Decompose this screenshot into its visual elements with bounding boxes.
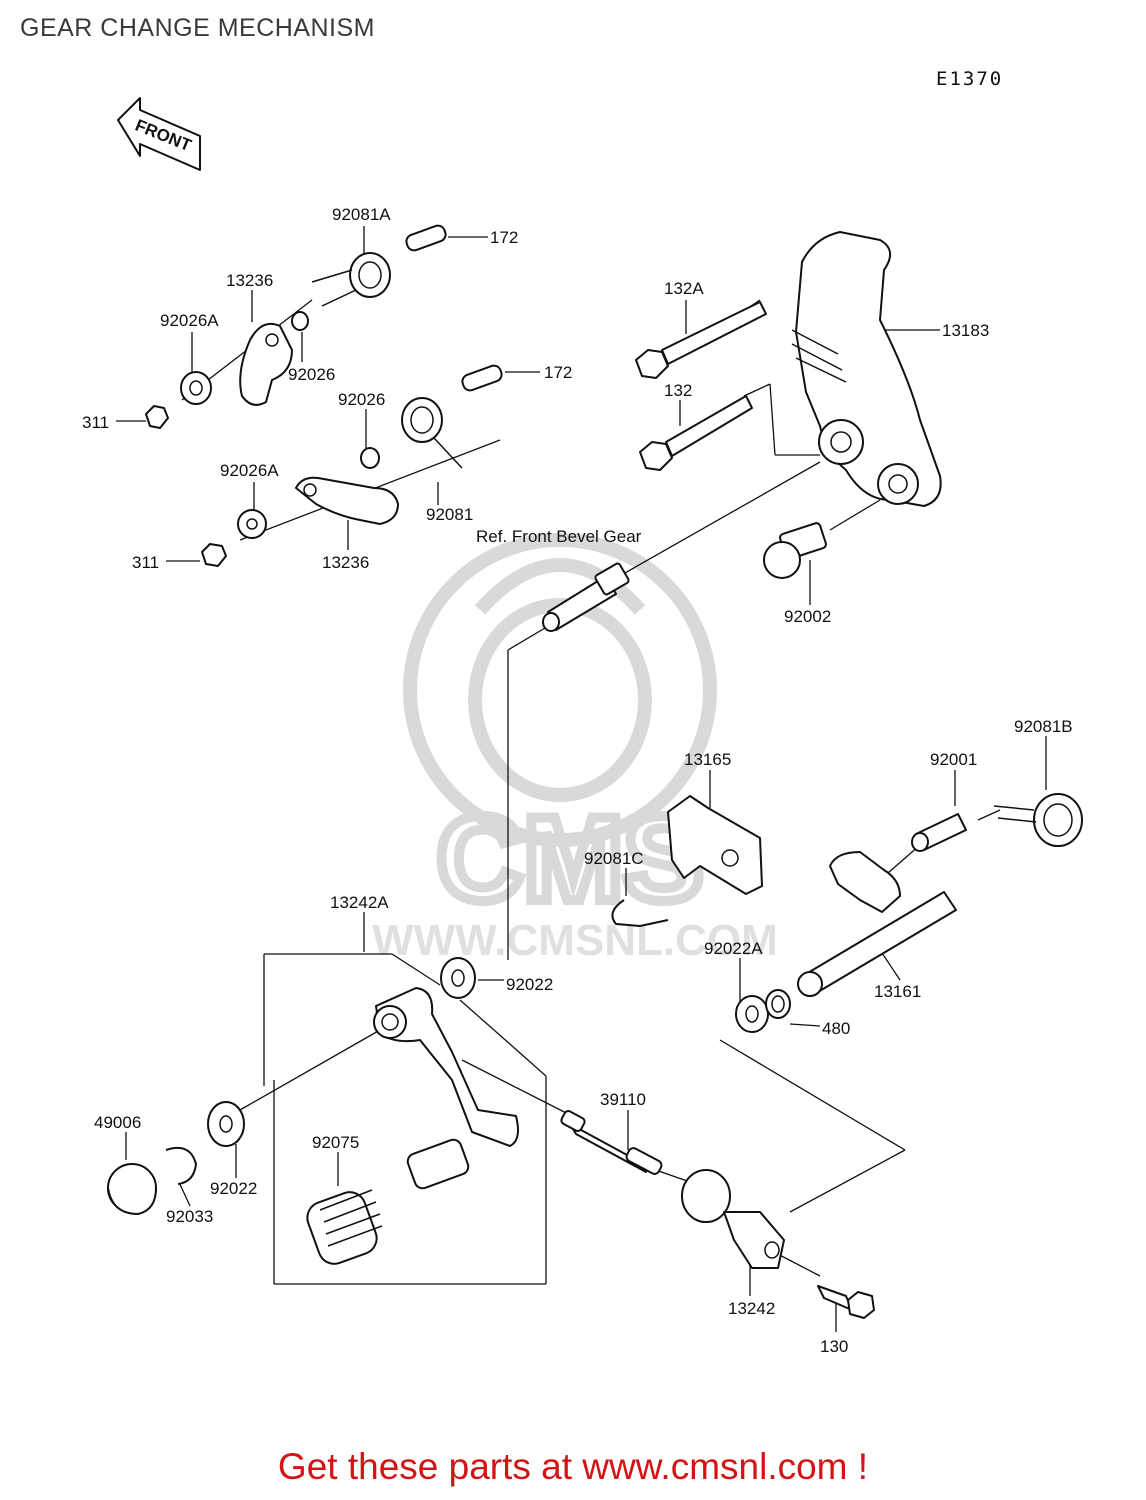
label-92075: 92075 (312, 1133, 359, 1152)
label-13183: 13183 (942, 321, 989, 340)
washer-92026-upper (291, 311, 309, 331)
label-92022A: 92022A (704, 939, 763, 958)
label-172-upper: 172 (490, 228, 518, 247)
washer-92022-upper (440, 957, 476, 999)
label-92022-upper: 92022 (506, 975, 553, 994)
bolt-130 (817, 1285, 875, 1319)
shift-arm-13236-upper (239, 322, 293, 406)
label-39110: 39110 (600, 1090, 646, 1109)
bolt-132 (639, 395, 753, 471)
label-13165: 13165 (684, 750, 731, 769)
shaft-ref-front-bevel-gear (542, 562, 630, 632)
washer-92022a (735, 995, 769, 1033)
label-92081B: 92081B (1014, 717, 1073, 736)
label-13242A: 13242A (330, 893, 389, 912)
nut-311-upper (145, 405, 169, 429)
label-13236-lower: 13236 (322, 553, 369, 572)
pin-172-upper (405, 224, 447, 252)
bolt-132a (635, 301, 767, 379)
label-92026A-upper: 92026A (160, 311, 219, 330)
circlip-92033 (165, 1146, 197, 1185)
cap-49006 (107, 1163, 157, 1215)
watermark-logo-text: CMS (437, 792, 704, 926)
page-title: GEAR CHANGE MECHANISM (20, 14, 375, 42)
rubber-92075 (306, 1189, 383, 1265)
diagram-code: E1370 (936, 68, 1004, 90)
spring-92081 (401, 397, 463, 469)
label-13161: 13161 (874, 982, 921, 1001)
reference-note: Ref. Front Bevel Gear (476, 527, 642, 546)
label-130: 130 (820, 1337, 848, 1356)
washer-92022-lower (207, 1101, 245, 1147)
label-311-upper: 311 (82, 413, 109, 432)
nut-311-lower (201, 543, 227, 567)
label-92002: 92002 (784, 607, 831, 626)
label-172-lower: 172 (544, 363, 572, 382)
watermark-url: WWW.CMSNL.COM (372, 916, 778, 965)
label-92001: 92001 (930, 750, 977, 769)
footer-promo: Get these parts at www.cmsnl.com ! (277, 1446, 869, 1487)
label-92081: 92081 (426, 505, 473, 524)
pedal-13242a (373, 987, 519, 1190)
label-132: 132 (664, 381, 692, 400)
tie-rod-39110 (560, 1110, 663, 1175)
circlip-480 (765, 989, 791, 1019)
front-arrow: FRONT (117, 97, 201, 171)
shift-shaft-13161 (797, 851, 957, 997)
label-92081C: 92081C (584, 849, 644, 868)
label-49006: 49006 (94, 1113, 141, 1132)
bolt-92002 (763, 522, 827, 579)
label-13242: 13242 (728, 1299, 775, 1318)
clip-92081c (611, 899, 669, 927)
shift-arm-13236-lower (295, 476, 399, 525)
label-132A: 132A (664, 279, 704, 298)
spring-92081b (993, 793, 1083, 847)
bracket-13183 (791, 231, 942, 507)
label-480: 480 (822, 1019, 850, 1038)
label-92022-lower: 92022 (210, 1179, 257, 1198)
washer-92026-lower (360, 447, 380, 469)
label-13236-upper: 13236 (226, 271, 273, 290)
pin-92001 (911, 813, 967, 852)
label-311-lower: 311 (132, 553, 159, 572)
label-92026A-lower: 92026A (220, 461, 279, 480)
cmsnl-watermark: CMS WWW.CMSNL.COM (372, 533, 778, 965)
label-92026-lower: 92026 (338, 390, 385, 409)
collar-92026a-upper (180, 371, 212, 405)
pin-172-lower (461, 364, 503, 392)
spring-92081a (311, 252, 391, 307)
label-92081A: 92081A (332, 205, 391, 224)
label-92026-upper: 92026 (288, 365, 335, 384)
plate-13165 (667, 795, 763, 895)
collar-92026a-lower (237, 509, 267, 539)
label-92033: 92033 (166, 1207, 213, 1226)
rod-end-13242 (681, 1169, 785, 1269)
